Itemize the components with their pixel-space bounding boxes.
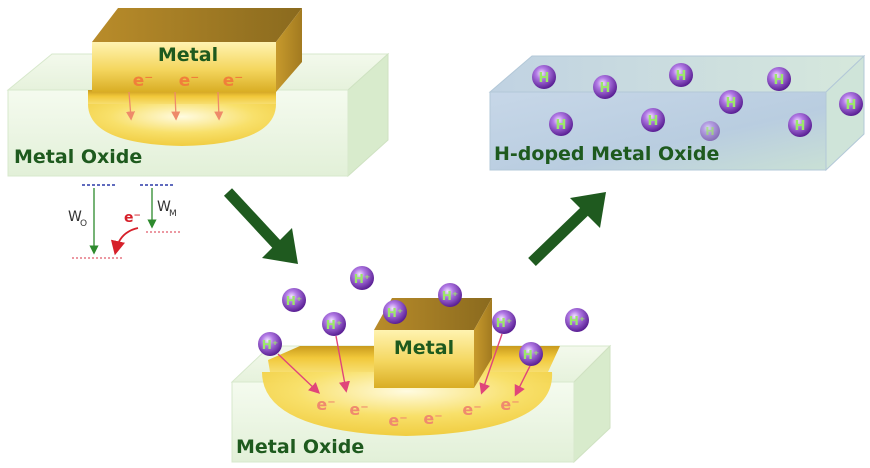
left-metal-label: Metal [158, 44, 218, 66]
proton-sphere: H⁺ [492, 310, 516, 334]
left-oxide-label: Metal Oxide [14, 146, 142, 168]
left-panel: Metal e⁻ e⁻ e⁻ Metal Oxide [6, 8, 390, 178]
proton-label: H⁺ [354, 272, 370, 286]
left-electron-2: e⁻ [179, 71, 200, 91]
h-atom-sphere: H [532, 65, 556, 89]
proton-insertion-arrow [335, 335, 350, 393]
h-atom-sphere: H [788, 113, 812, 137]
bottom-electron: e⁻ [316, 395, 335, 414]
h-atom-label: H [600, 81, 611, 96]
proton-label: H⁺ [523, 348, 539, 362]
right-oxide-label: H-doped Metal Oxide [494, 143, 719, 165]
h-atom-label: H [676, 69, 687, 84]
left-electron-1: e⁻ [133, 71, 154, 91]
h-atom-sphere: H [719, 90, 743, 114]
proton-insertion-arrow [479, 333, 503, 395]
left-electron-flow-arrow-1 [125, 91, 136, 121]
proton-sphere: H⁺ [350, 266, 374, 290]
metal-front-face [92, 42, 276, 92]
h-atom-label: H [726, 96, 737, 111]
proton-label: H⁺ [496, 316, 512, 330]
bottom-metal-label: Metal [394, 337, 454, 359]
proton-label: H⁺ [442, 289, 458, 303]
h-atom-sphere: H [549, 112, 573, 136]
h-atom-sphere: H [669, 63, 693, 87]
bottom-metal-front-face [374, 330, 474, 388]
proton-sphere: H⁺ [282, 288, 306, 312]
wo-symbol: W [68, 209, 82, 225]
h-atom-label: H [556, 118, 567, 133]
proton-sphere: H⁺ [438, 283, 462, 307]
bottom-electron: e⁻ [349, 400, 368, 419]
proton-sphere: H⁺ [519, 342, 543, 366]
h-atom-label: H [539, 71, 550, 86]
bottom-electron: e⁻ [388, 411, 407, 430]
proton-sphere: H⁺ [565, 308, 589, 332]
bottom-electron: e⁻ [423, 409, 442, 428]
proton-insertion-arrow [277, 353, 321, 394]
bottom-metal-side-face [474, 298, 492, 388]
proton-insertion-arrow [514, 365, 531, 397]
left-electron-flow-arrow-3 [214, 91, 224, 121]
right-panel: H-doped Metal Oxide H H H H H H H H H H [488, 54, 866, 172]
band-electron-label: e⁻ [124, 210, 141, 226]
interface-band [88, 90, 276, 104]
wm-symbol: W [157, 199, 171, 215]
wm-subscript: M [169, 209, 177, 219]
bottom-panel: Metal Metal Oxide H⁺ H⁺ H⁺ H⁺ H⁺ H⁺ H⁺ H… [230, 266, 612, 464]
wo-subscript: O [80, 219, 87, 229]
h-atom-label: H [648, 114, 659, 129]
proton-label: H⁺ [262, 338, 278, 352]
doped-front-face [489, 91, 827, 171]
proton-label: H⁺ [286, 294, 302, 308]
process-arrow-down [223, 188, 298, 264]
h-atom-label: H [795, 119, 806, 134]
proton-sphere: H⁺ [322, 312, 346, 336]
proton-sphere: H⁺ [258, 332, 282, 356]
proton-label: H⁺ [326, 318, 342, 332]
bottom-electron: e⁻ [500, 395, 519, 414]
left-electron-flow-arrow-2 [171, 91, 181, 121]
metal-top-face [92, 8, 302, 42]
h-atom-label: H [774, 73, 785, 88]
h-atom-sphere: H [700, 121, 720, 141]
bottom-oxide-label: Metal Oxide [236, 436, 364, 458]
band-diagram: W O W M e⁻ [68, 184, 180, 259]
h-atom-sphere: H [641, 108, 665, 132]
bottom-electron: e⁻ [462, 400, 481, 419]
proton-label: H⁺ [387, 306, 403, 320]
left-electron-3: e⁻ [223, 71, 244, 91]
h-atom-sphere: H [767, 67, 791, 91]
metal-side-face [276, 8, 302, 92]
h-atom-sphere: H [593, 75, 617, 99]
h-atom-label: H [705, 125, 714, 138]
h-atom-sphere: H [839, 92, 863, 116]
h-atom-label: H [846, 98, 857, 113]
electron-transfer-arrow [110, 227, 139, 256]
proton-label: H⁺ [569, 314, 585, 328]
process-arrow-up [528, 192, 606, 266]
proton-sphere: H⁺ [383, 300, 407, 324]
